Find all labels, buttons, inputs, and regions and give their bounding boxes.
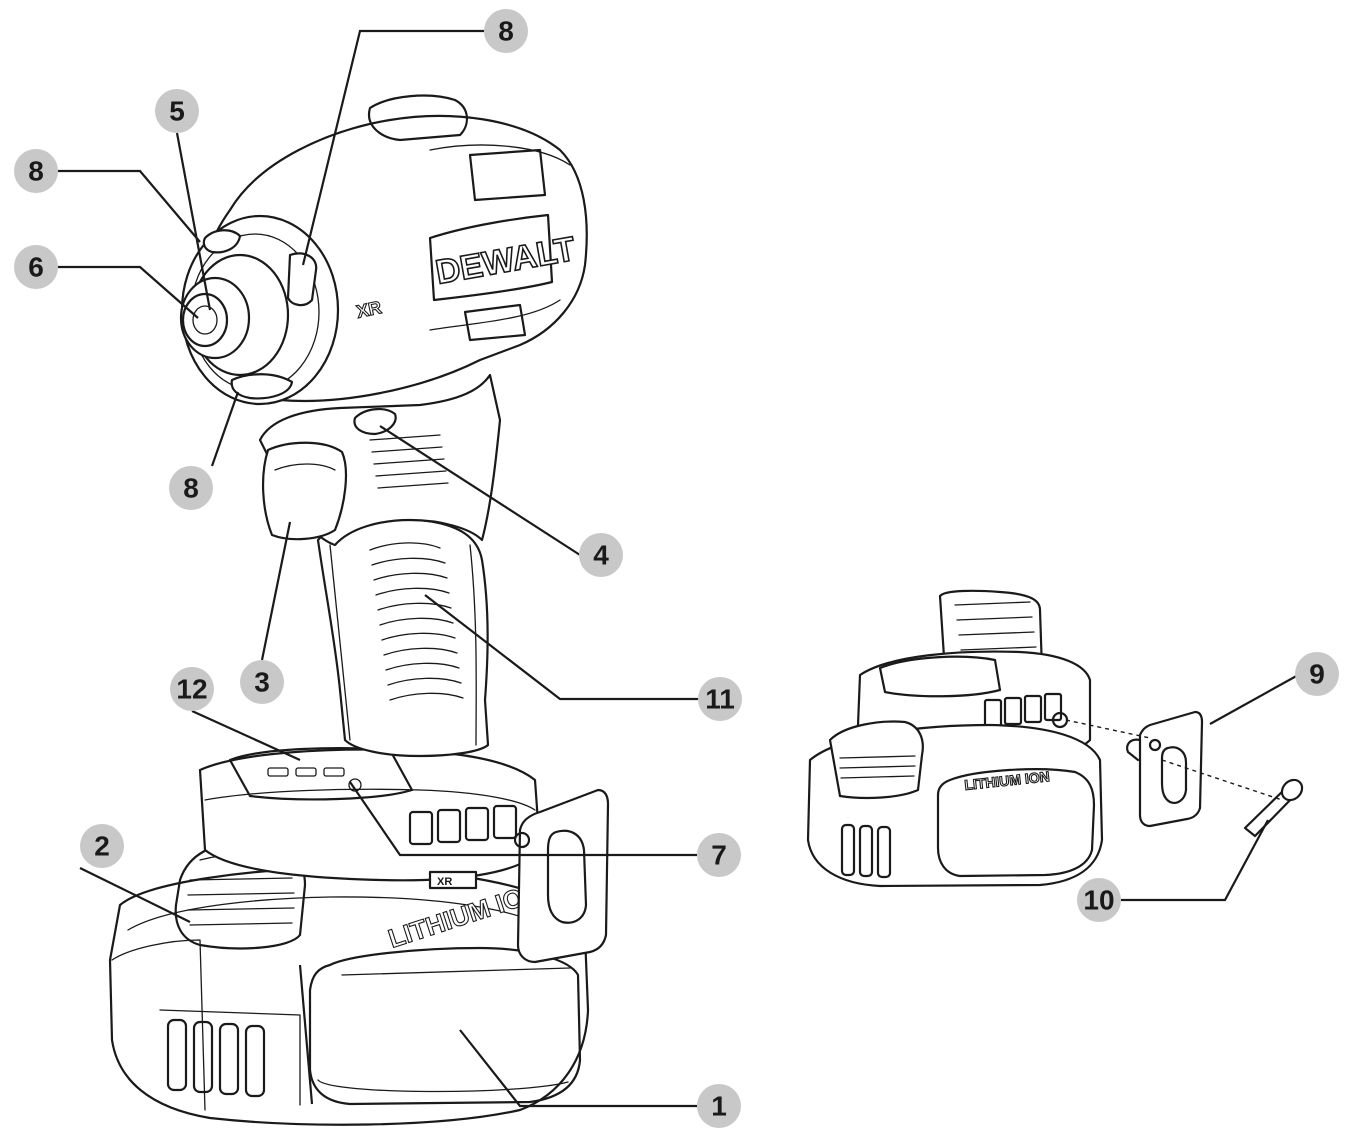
main-tool-drawing: LITHIUM ION XR (108, 94, 610, 1126)
inset-battery-drawing: LITHIUM ION (806, 589, 1304, 888)
callout-8-left: 8 (14, 149, 58, 193)
callout-1-label: 1 (711, 1091, 727, 1122)
forward-reverse-button (353, 408, 397, 436)
callout-5: 5 (155, 89, 199, 133)
callout-9-label: 9 (1309, 659, 1325, 690)
trigger-switch (261, 441, 348, 541)
callout-4: 4 (579, 533, 623, 577)
led-light-left (202, 229, 242, 254)
fuel-gauge (228, 747, 414, 801)
brand-plate: DEWALT (428, 213, 579, 302)
callout-4-label: 4 (593, 540, 609, 571)
callout-8-left-label: 8 (28, 156, 44, 187)
led-light-right (286, 252, 318, 307)
callout-6-label: 6 (28, 252, 44, 283)
bit-holder (181, 292, 229, 348)
tool-head: DEWALT XR (179, 94, 588, 406)
callout-8-top-label: 8 (498, 16, 514, 47)
callout-8-top: 8 (484, 9, 528, 53)
body-vents (369, 434, 449, 489)
callout-3-label: 3 (254, 667, 270, 698)
callout-11-label: 11 (705, 684, 735, 715)
callout-10-label: 10 (1083, 885, 1114, 916)
leader-lines (58, 29, 1301, 1108)
clip-screw (1243, 778, 1304, 838)
callout-10: 10 (1077, 878, 1121, 922)
callout-7: 7 (697, 833, 741, 877)
belt-clip-main (513, 788, 610, 964)
callout-11: 11 (698, 677, 742, 721)
callout-1: 1 (697, 1084, 741, 1128)
led-light-bottom (230, 373, 294, 400)
callout-2-label: 2 (94, 831, 110, 862)
callout-2: 2 (80, 824, 124, 868)
callout-12-label: 12 (176, 674, 207, 705)
tool-handle (316, 518, 490, 758)
handle-grip (369, 542, 464, 701)
battery-vent-slots (166, 1018, 266, 1098)
callout-7-label: 7 (711, 840, 727, 871)
callout-6: 6 (14, 245, 58, 289)
belt-clip-inset (1126, 710, 1204, 828)
callout-3: 3 (240, 660, 284, 704)
callout-9: 9 (1295, 652, 1339, 696)
callout-8-bottom-label: 8 (183, 473, 199, 504)
battery-badge (428, 870, 478, 890)
battery-pack: LITHIUM ION XR (108, 747, 590, 1126)
battery-terminals (408, 804, 518, 846)
callout-12: 12 (170, 667, 214, 711)
tool-body (258, 373, 502, 547)
front-nose (179, 214, 340, 406)
battery-badge-label: XR (437, 876, 452, 888)
callout-8-bottom: 8 (169, 466, 213, 510)
callout-5-label: 5 (169, 96, 185, 127)
